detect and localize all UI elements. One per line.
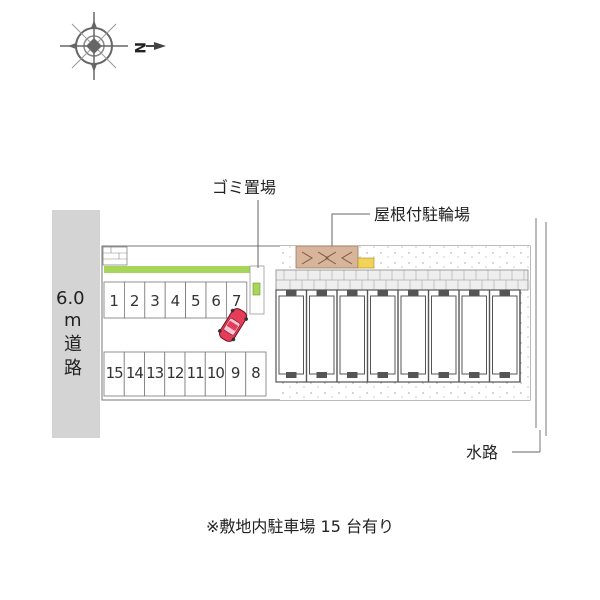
- road-unit-label: m: [64, 310, 82, 331]
- road-width-label: 6.0: [56, 288, 85, 309]
- waterway-label: 水路: [466, 443, 498, 462]
- apartment-unit: [278, 295, 304, 375]
- road-word-1: 道: [64, 334, 82, 355]
- footer-note: ※敷地内駐車場 15 台有り: [206, 517, 394, 536]
- apartment-units: [278, 290, 521, 382]
- parking-slot-number: 15: [106, 364, 124, 382]
- parking-slot-number: 13: [146, 364, 164, 382]
- parking-slot-number: 4: [171, 292, 181, 310]
- parking-slot-number: 12: [166, 364, 184, 382]
- garbage-label: ゴミ置場: [212, 178, 276, 197]
- apartment-unit: [492, 295, 518, 375]
- garbage-marker: [252, 282, 261, 296]
- parking-slot-number: 2: [130, 292, 140, 310]
- apartment-unit: [309, 295, 335, 375]
- bike-shelter-label: 屋根付駐輪場: [374, 205, 470, 224]
- parking-slot-number: 6: [211, 292, 221, 310]
- parking-slot-number: 5: [191, 292, 201, 310]
- compass-icon: N: [60, 12, 166, 80]
- compass-north-letter: N: [131, 42, 147, 54]
- parking-slot-number: 10: [207, 364, 225, 382]
- garbage-area: [249, 265, 265, 315]
- parking-slot-number: 11: [187, 364, 205, 382]
- apartment-unit: [431, 295, 457, 375]
- parking-slot-number: 8: [251, 364, 261, 382]
- corner-wall: [102, 246, 128, 266]
- apartment-unit: [370, 295, 396, 375]
- apartment-unit: [461, 295, 487, 375]
- parking-slot: [245, 351, 267, 397]
- apartment-unit: [400, 295, 426, 375]
- road-word-2: 路: [64, 358, 82, 379]
- parking-slot-number: 14: [126, 364, 144, 382]
- road: [52, 210, 100, 438]
- parking-slot-number: 7: [232, 292, 242, 310]
- green-strip: [104, 266, 250, 273]
- parking-slot-number: 3: [150, 292, 160, 310]
- parking-slot-number: 9: [231, 364, 241, 382]
- apartment-unit: [339, 295, 365, 375]
- parking-slot-number: 1: [109, 292, 119, 310]
- car-icon: [218, 308, 248, 342]
